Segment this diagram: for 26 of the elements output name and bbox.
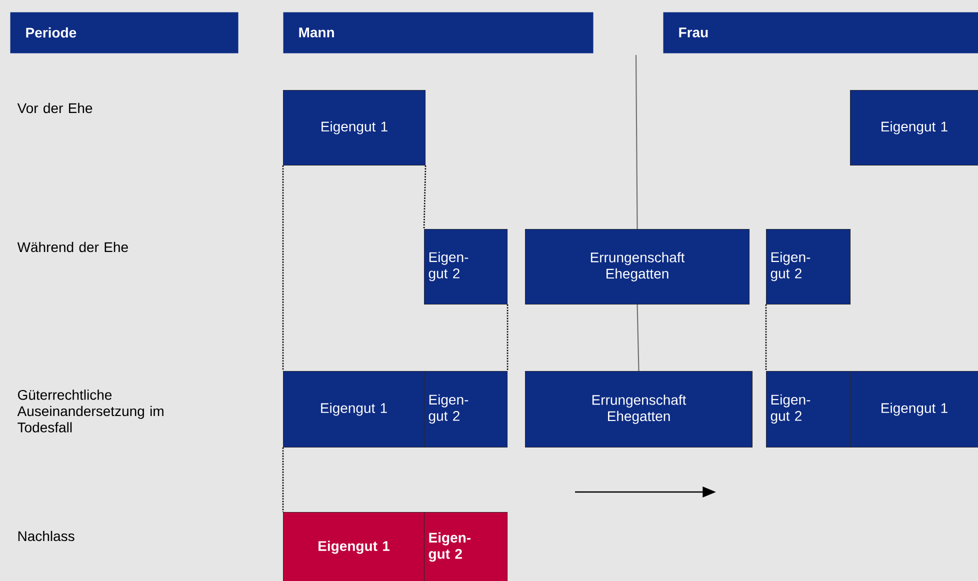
estate-box: Eigengut 1: [283, 512, 425, 581]
connector-line: [506, 304, 508, 371]
asset-box: Eigen- gut 2: [424, 229, 508, 305]
connector-line: [282, 166, 284, 371]
asset-box: Eigen- gut 2: [424, 371, 508, 448]
connector-line: [765, 304, 767, 371]
connector-line: [636, 304, 640, 371]
estate-box: Eigen- gut 2: [424, 512, 508, 581]
period-label: Nachlass: [18, 530, 74, 542]
asset-box: Errungenschaft Ehegatten: [525, 229, 750, 305]
asset-box: Errungenschaft Ehegatten: [525, 371, 753, 448]
asset-box: Eigen- gut 2: [766, 229, 851, 305]
period-label: Vor der Ehe: [17, 102, 92, 114]
connector-line: [635, 55, 638, 229]
asset-box: Eigen- gut 2: [766, 371, 851, 448]
header-bar: Mann: [283, 12, 594, 54]
header-bar: Periode: [10, 12, 238, 54]
connector-line: [282, 448, 284, 512]
asset-box: Eigengut 1: [283, 371, 425, 448]
connector-line: [423, 166, 426, 230]
asset-box: Eigengut 1: [850, 371, 978, 448]
asset-box: Eigengut 1: [283, 90, 426, 166]
period-label: Güterrechtliche Auseinandersetzung im Todesfall: [17, 390, 164, 432]
period-label: Während der Ehe: [17, 242, 128, 252]
asset-box: Eigengut 1: [850, 90, 978, 166]
header-bar: Frau: [663, 12, 978, 54]
